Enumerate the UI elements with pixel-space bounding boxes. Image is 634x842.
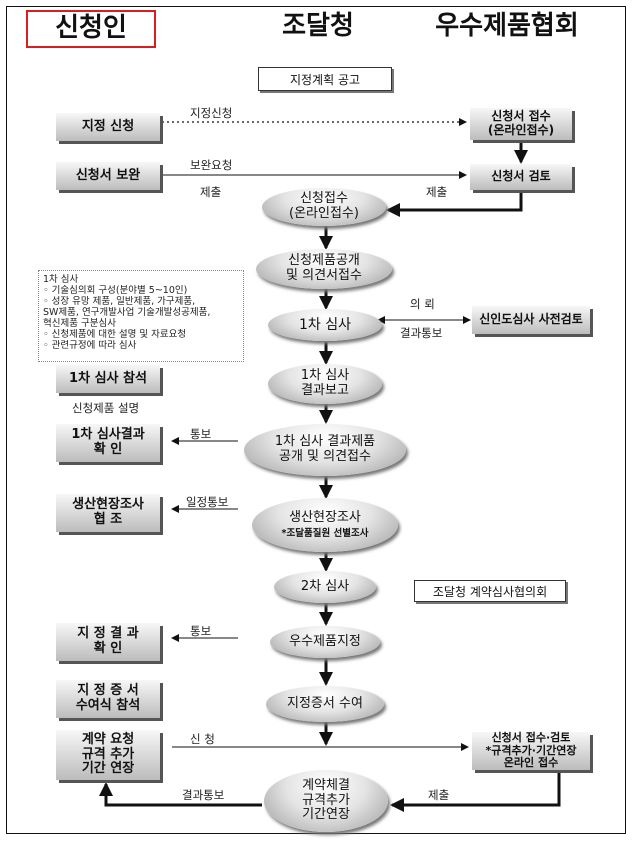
site-survey-note: *조달품질원 선별조사 [281, 527, 369, 539]
label-result-notice-2: 결과통보 [182, 788, 225, 802]
designation-notice-box: 지정계획 공고 [258, 67, 392, 91]
review1-note-line: ◦ 기술심의회 구성(분야별 5~10인) [43, 285, 188, 296]
review1-oval: 1차 심사 [268, 309, 382, 341]
review1-note-line: ◦ 관련규정에 따라 심사 [43, 340, 137, 351]
label-notify-1: 통보 [190, 427, 212, 441]
label-request: 의 뢰 [410, 297, 435, 311]
label-submit-left: 제출 [200, 185, 222, 199]
cert-attend-box: 지 정 증 서 수여식 참석 [56, 680, 160, 718]
contract-request-box: 계약 요청 규격 추가 기간 연장 [56, 730, 160, 780]
review1-note: 1차 심사 ◦ 기술심의회 구성(분야별 5~10인) ◦ 성장 유망 제품, … [38, 270, 244, 362]
label-schedule-notify: 일정통보 [186, 495, 229, 509]
review-box: 신청서 검토 [470, 164, 572, 190]
label-submit-bottom: 제출 [428, 788, 450, 802]
reception-oval: 신청접수 (온라인접수) [262, 188, 386, 226]
label-apply: 지정신청 [190, 106, 233, 120]
header-pps: 조달청 [282, 11, 354, 41]
committee-box: 조달청 계약심사협의회 [414, 580, 566, 602]
review1-note-title: 1차 심사 [43, 274, 79, 285]
result-confirm-box: 지 정 결 과 확 인 [56, 623, 160, 661]
review1-note-line: 혁신제품 구분심사 [43, 318, 116, 329]
review1-disclose-oval: 1차 심사 결과제품 공개 및 의견접수 [244, 424, 406, 476]
receipt-box: 신청서 접수 (온라인접수) [470, 108, 572, 140]
review1-note-line: ◦ 신청제품에 대한 설명 및 자료요청 [43, 329, 187, 340]
label-notify-2: 통보 [190, 624, 212, 638]
contract-oval: 계약체결 규격추가 기간연장 [264, 770, 388, 832]
new-tech-review-box: 신인도심사 사전검토 [472, 306, 590, 334]
designation-oval: 우수제품지정 [270, 626, 380, 658]
label-result-notice: 결과통보 [400, 326, 443, 340]
review1-note-line: ◦ 성장 유망 제품, 일반제품, 가구제품, [43, 296, 196, 307]
review1-report-oval: 1차 심사 결과보고 [268, 364, 382, 404]
certificate-oval: 지정증서 수여 [266, 686, 384, 722]
label-apply-2: 신 청 [190, 732, 215, 746]
site-survey-label: 생산현장조사 [289, 509, 361, 525]
outer-frame [6, 6, 626, 834]
label-supplement-request: 보완요청 [190, 158, 233, 172]
review1-note-line: SW제품, 연구개발사업 기술개발성공제품, [43, 307, 211, 318]
site-survey-oval: 생산현장조사 *조달품질원 선별조사 [252, 498, 398, 552]
header-applicant: 신청인 [26, 10, 156, 48]
label-product-explain: 신청제품 설명 [72, 401, 140, 415]
header-association: 우수제품협회 [435, 11, 579, 41]
supplement-box: 신청서 보완 [56, 162, 160, 190]
review1-attend-box: 1차 심사 참석 [56, 365, 160, 393]
review2-oval: 2차 심사 [274, 571, 376, 603]
final-receipt-box: 신청서 접수·검토 *규격추가·기간연장 온라인 접수 [472, 731, 590, 770]
disclosure-oval: 신청제품공개 및 의견서접수 [256, 249, 392, 289]
designation-apply-box: 지정 신청 [56, 113, 160, 141]
label-submit-right: 제출 [426, 185, 448, 199]
site-cooperate-box: 생산현장조사 협 조 [56, 494, 160, 532]
review1-confirm-box: 1차 심사결과 확 인 [56, 424, 160, 462]
